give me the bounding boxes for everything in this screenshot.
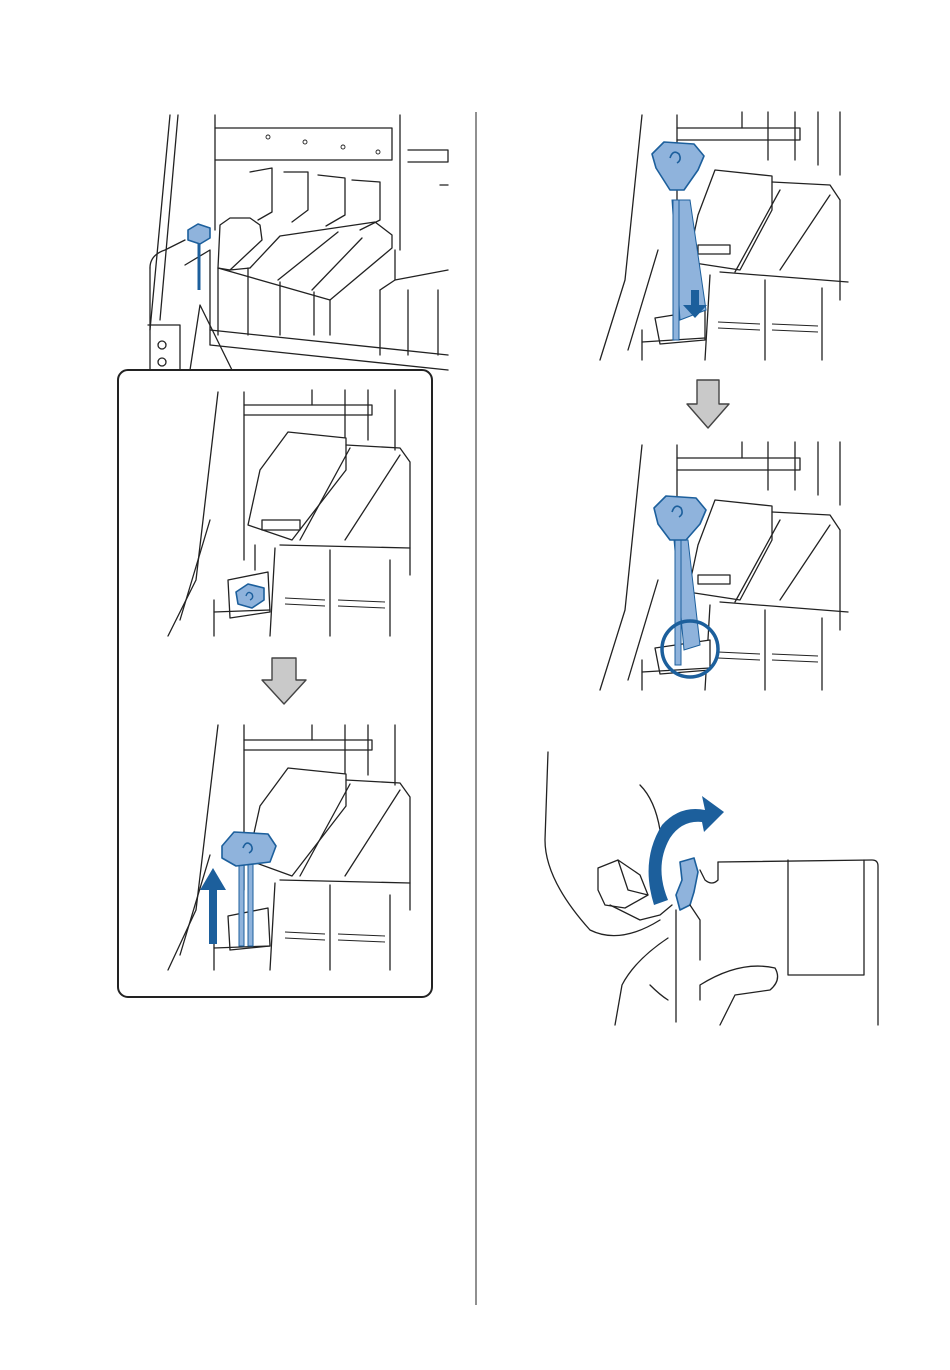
overview-printer-drawing	[148, 115, 448, 370]
ink-stirrer-icon	[188, 224, 210, 290]
down-arrow-icon	[687, 380, 729, 428]
detail-lift-stirrer	[168, 725, 410, 970]
detail-stirrer-in-holder	[168, 390, 410, 636]
detail-insert-stirrer	[600, 112, 848, 360]
down-arrow-icon	[262, 658, 306, 704]
detail-open-ink-bottle-cap	[545, 752, 878, 1025]
detail-stirrer-seated	[600, 442, 848, 690]
up-arrow-icon	[200, 868, 226, 944]
